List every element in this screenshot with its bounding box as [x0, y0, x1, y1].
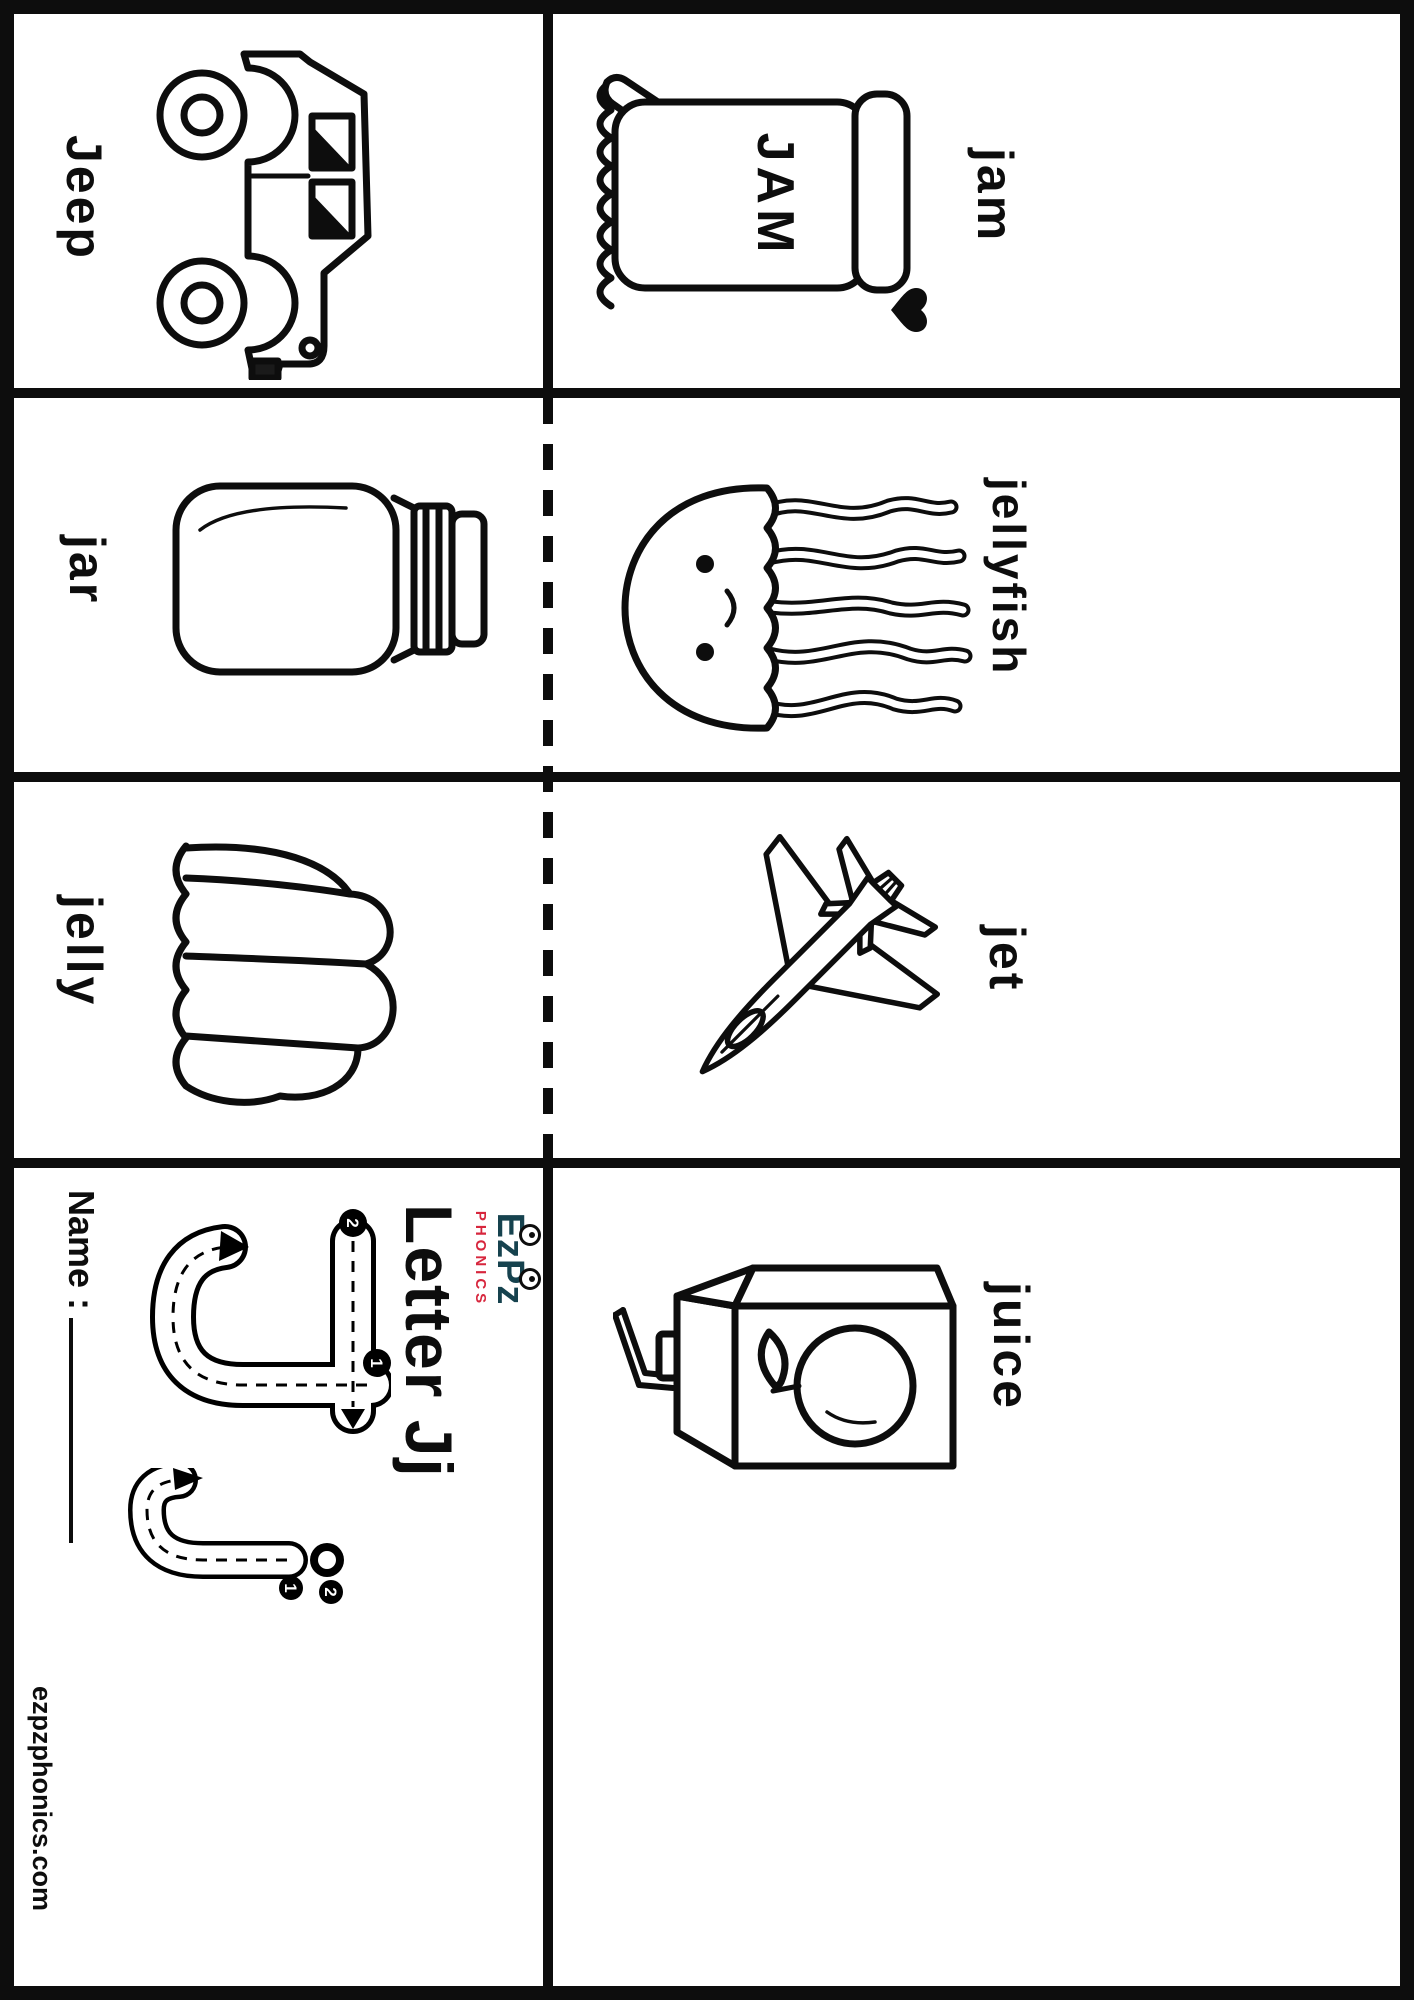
uppercase-j-trace: 2 1	[150, 1209, 391, 1434]
jellyfish-smile	[724, 588, 737, 628]
jellyfish-eye	[696, 555, 714, 573]
tentacle	[765, 643, 969, 661]
grid-line-v-bottom	[543, 1158, 553, 2000]
jar-neck	[390, 494, 418, 512]
jelly-ridge	[182, 1032, 362, 1052]
jellyfish-eye	[696, 643, 714, 661]
word-jam: jam	[967, 148, 1023, 244]
title-card: EzPz PHONICS Letter Jj 2 1	[14, 1168, 543, 1986]
straw-tip	[613, 1307, 626, 1318]
apple-graphic	[793, 1324, 917, 1448]
grid-line-h1	[0, 388, 1414, 398]
jellyfish-illustration	[621, 484, 973, 732]
word-juice: juice	[983, 1282, 1039, 1411]
logo-subtext: PHONICS	[472, 1210, 489, 1308]
window-shade	[312, 126, 352, 168]
jar-body	[172, 482, 400, 676]
jar-lid-cap	[448, 510, 488, 648]
doily-scallop	[596, 78, 615, 310]
ezpz-phonics-logo: EzPz PHONICS	[472, 1184, 541, 1334]
heart-icon	[891, 288, 927, 332]
jellyfish-bell	[621, 484, 779, 732]
website-url: ezpzphonics.com	[27, 1686, 57, 1912]
apple-stem	[770, 1383, 802, 1394]
stroke-arrow	[341, 1409, 365, 1429]
tentacle	[765, 549, 963, 567]
jeep-illustration	[156, 50, 372, 380]
jar-reflection	[198, 505, 348, 532]
logo-eye-icon	[519, 1268, 541, 1290]
apple-shine	[825, 1410, 877, 1425]
straw	[613, 1312, 676, 1391]
stroke-number-badge	[319, 1580, 343, 1604]
grid-line-v-top	[543, 0, 553, 398]
jelly-illustration	[172, 842, 397, 1106]
jam-jar-lid	[851, 90, 911, 294]
jelly-ridge	[182, 874, 354, 898]
apple-leaf	[757, 1328, 789, 1390]
svg-text:2: 2	[321, 1587, 340, 1596]
jam-jar-body	[611, 98, 871, 292]
jet-nozzle	[870, 869, 905, 904]
svg-text:1: 1	[367, 1358, 386, 1367]
name-row: Name :	[60, 1190, 103, 1544]
jelly-ridge	[182, 952, 370, 968]
juice-illustration	[613, 1264, 957, 1470]
logo-eye-icon	[519, 1224, 541, 1246]
jet-illustration	[699, 833, 941, 1075]
stroke-number-badge	[363, 1349, 391, 1377]
window-shade	[312, 194, 352, 236]
grid-line-h3	[0, 1158, 1414, 1168]
carton-top	[673, 1292, 739, 1470]
word-jellyfish: jellyfish	[983, 478, 1035, 677]
worksheet-title: Letter Jj	[392, 1204, 466, 1479]
stroke-arrow	[173, 1468, 203, 1490]
stroke-number-badge	[339, 1209, 367, 1237]
logo-text: EzPz	[489, 1212, 531, 1306]
front-bumper	[248, 357, 282, 380]
jar-illustration	[172, 482, 488, 676]
tentacle	[761, 693, 959, 714]
word-jelly: jelly	[56, 895, 112, 1008]
jar-lid-band	[410, 502, 456, 656]
jam-jar-label: JAM	[746, 133, 804, 258]
fuselage-line	[720, 994, 780, 1054]
word-jar: jar	[59, 535, 115, 606]
grid-line-h2	[0, 772, 1414, 782]
tentacle	[767, 599, 967, 614]
stroke-arrow	[219, 1231, 249, 1261]
headlight	[298, 336, 322, 360]
name-input-line[interactable]	[69, 1318, 103, 1544]
svg-text:1: 1	[281, 1583, 300, 1592]
word-jet: jet	[979, 925, 1035, 993]
carton-side	[731, 1264, 957, 1310]
stroke-number-badge	[279, 1576, 303, 1600]
nozzle-lines	[879, 876, 898, 895]
front-hub	[180, 281, 224, 325]
word-jeep: Jeep	[56, 135, 112, 261]
name-label: Name :	[61, 1190, 102, 1311]
tentacle	[761, 500, 955, 517]
jar-neck	[390, 646, 418, 664]
svg-text:2: 2	[343, 1218, 362, 1227]
jam-illustration: JAM	[596, 73, 927, 332]
rear-hub	[180, 93, 224, 137]
lowercase-j-trace: 1 2	[128, 1468, 344, 1604]
